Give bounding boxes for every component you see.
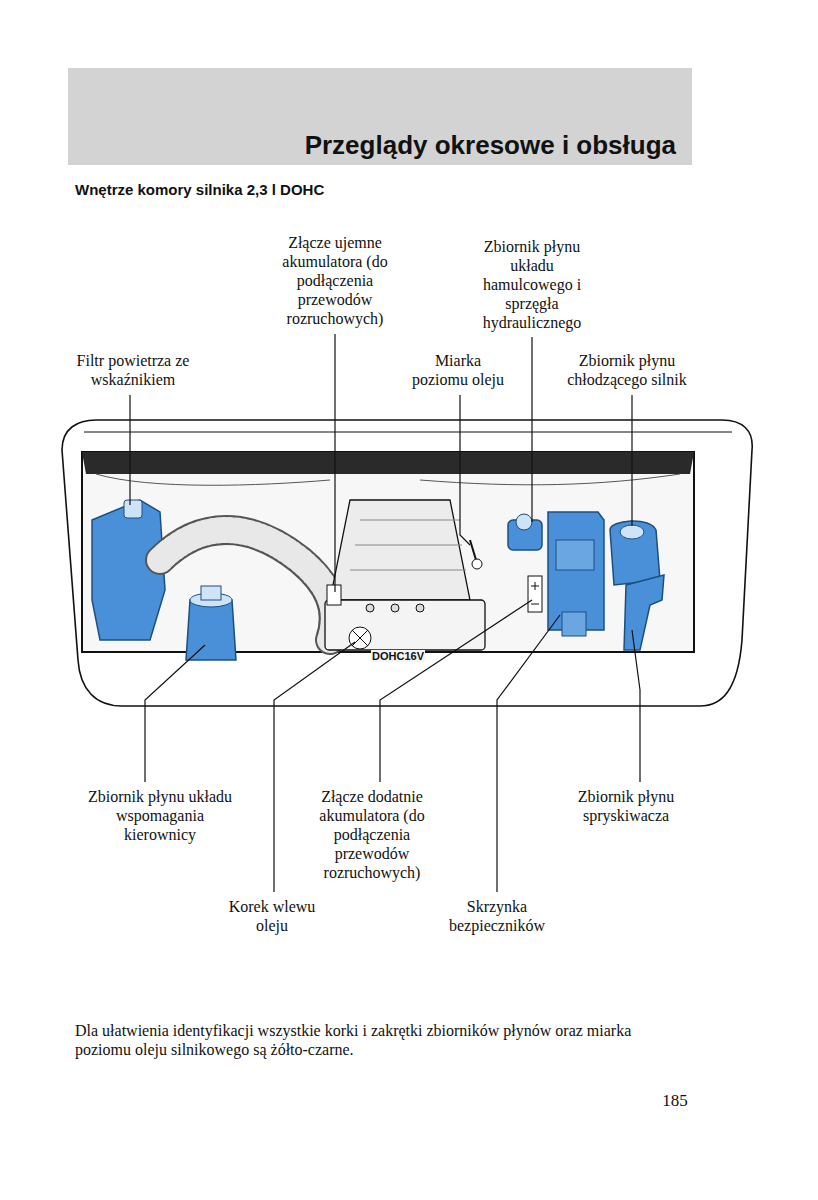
cover-ribs — [350, 520, 466, 570]
part-label: Korek wlewu oleju — [223, 897, 321, 935]
positive-terminal — [528, 576, 542, 612]
page-number: 185 — [662, 1091, 688, 1111]
cap-grip — [352, 630, 368, 646]
part-label: Miarka poziomu oleju — [406, 351, 510, 389]
steering-reservoir — [186, 600, 236, 660]
header-band: Przeglądy okresowe i obsługa — [68, 68, 692, 165]
dipstick — [470, 540, 476, 560]
part-label: Złącze dodatnie akumulatora (do podłącze… — [308, 787, 436, 882]
part-label: Zbiornik płynu układu hamulcowego i sprz… — [473, 237, 591, 332]
terminal-signs — [531, 582, 539, 604]
washer-reservoir — [624, 575, 664, 650]
steering-cap-top — [201, 586, 221, 600]
diagram-title: Wnętrze komory silnika 2,3 l DOHC — [75, 181, 324, 198]
part-label: Filtr powietrza ze wskaźnikiem — [76, 351, 190, 389]
filter-indicator — [124, 500, 142, 518]
caption-note: Dla ułatwienia identyfikacji wszystkie k… — [75, 1021, 665, 1059]
coolant-cap — [620, 525, 644, 539]
engine-marking: DOHC16V — [371, 650, 425, 662]
part-label: Zbiornik płynu chłodzącego silnik — [556, 351, 698, 389]
part-label: Złącze ujemne akumulatora (do podłączeni… — [271, 233, 399, 328]
intake-hose — [160, 530, 334, 640]
brake-cap — [516, 514, 532, 530]
body-outline — [62, 420, 752, 706]
intake-hose-shadow — [160, 530, 334, 640]
negative-terminal — [327, 585, 341, 605]
oil-filler-cap — [349, 627, 371, 649]
bay-frame — [82, 452, 694, 652]
coolant-reservoir — [610, 521, 660, 585]
leader-lines — [130, 334, 640, 892]
engine-block — [325, 600, 485, 650]
dipstick-ring — [472, 559, 482, 569]
hood-edge — [84, 432, 732, 433]
pipes — [96, 474, 680, 485]
fuse-lid — [556, 540, 594, 570]
part-label: Skrzynka bezpieczników — [441, 897, 553, 935]
fuse-connector — [562, 612, 586, 636]
section-heading: Przeglądy okresowe i obsługa — [68, 68, 692, 161]
part-label: Zbiornik płynu układu wspomagania kierow… — [87, 787, 233, 844]
part-label: Zbiornik płynu spryskiwacza — [569, 787, 683, 825]
cam-cover — [330, 500, 470, 600]
bulkhead — [82, 452, 694, 474]
